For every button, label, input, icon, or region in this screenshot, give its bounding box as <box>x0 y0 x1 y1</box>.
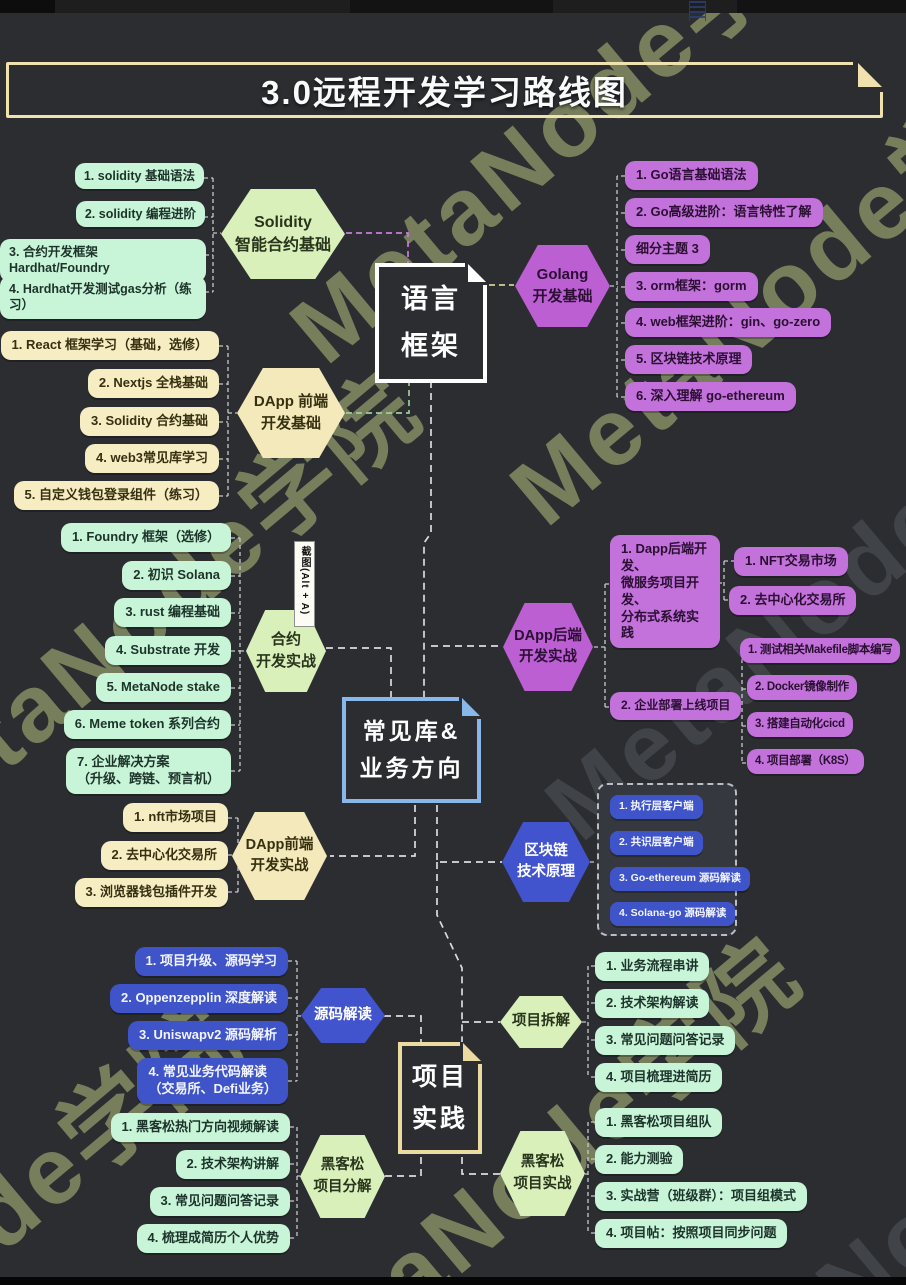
dapp-fe-basic-item: 4. web3常见库学习 <box>85 444 219 473</box>
connector-lang-to-libs <box>423 381 432 697</box>
connector-hackbreak-to-practice <box>385 1154 422 1177</box>
golang-item: 1. Go语言基础语法 <box>625 161 758 190</box>
blockchain-item: 1. 执行层客户端 <box>610 795 703 819</box>
dapp-fe-basic-item: 5. 自定义钱包登录组件（练习） <box>13 481 219 510</box>
center-node-label: 语言 框架 <box>401 283 461 361</box>
top-bar <box>0 0 906 13</box>
hackathon-practice-item: 2. 能力测验 <box>595 1145 684 1174</box>
contract-dev-item: 2. 初识 Solana <box>122 561 231 590</box>
dapp-be-item: 2. 企业部署上线项目 <box>610 692 742 720</box>
connector-libs-to-practice <box>436 862 463 1042</box>
contract-dev-item: 4. Substrate 开发 <box>104 636 231 665</box>
center-node-label: 项目 实践 <box>411 1062 468 1134</box>
screenshot-tooltip: 截图(Alt + A) <box>294 541 315 627</box>
solidity-item: 2. solidity 编程进阶 <box>75 201 205 228</box>
dapp-fe-dev-item: 1. nft市场项目 <box>122 803 228 832</box>
golang-item: 4. web框架进阶：gin、go-zero <box>625 308 832 337</box>
dapp-be-sub-item: 1. NFT交易市场 <box>734 547 848 576</box>
dapp-be-deploy-item: 3. 搭建自动化cicd <box>747 712 853 737</box>
title-banner: 3.0远程开发学习路线图 <box>6 62 883 118</box>
center-node-project-practice: 项目 实践 <box>398 1042 482 1154</box>
bracket-solidity <box>204 177 221 293</box>
project-analysis-item: 4. 项目梳理进简历 <box>595 1063 723 1092</box>
bracket-hack-practice <box>585 1121 595 1234</box>
hexagon-dapp-frontend-basic: DApp 前端 开发基础 <box>237 368 345 458</box>
hackathon-breakdown-item: 3. 常见问题问答记录 <box>149 1187 290 1216</box>
dapp-fe-dev-item: 3. 浏览器钱包插件开发 <box>74 878 228 907</box>
bracket-dapp-be-sub1 <box>718 560 734 601</box>
center-node-label: 常见库& 业务方向 <box>359 718 464 781</box>
hackathon-practice-item: 4. 项目帖：按照项目同步问题 <box>595 1219 788 1248</box>
bracket-dapp-fe-basic <box>219 345 237 497</box>
blockchain-item: 2. 共识层客户端 <box>610 831 703 855</box>
connector-source-to-practice <box>384 1015 422 1042</box>
connector-dappfe-to-lang <box>346 383 410 414</box>
center-node-language-framework: 语言 框架 <box>375 263 487 383</box>
hexagon-solidity-basic: Solidity 智能合约基础 <box>221 189 345 279</box>
source-reading-item: 1. 项目升级、源码学习 <box>134 947 288 976</box>
dapp-be-deploy-item: 4. 项目部署（K8S） <box>747 749 864 774</box>
bracket-golang <box>610 175 625 398</box>
hackathon-practice-item: 1. 黑客松项目组队 <box>595 1108 723 1137</box>
hexagon-blockchain-theory: 区块链 技术原理 <box>502 822 590 902</box>
center-node-common-libs: 常见库& 业务方向 <box>342 697 481 803</box>
bracket-dapp-be-main <box>594 583 610 708</box>
hexagon-dapp-frontend-dev: DApp前端 开发实战 <box>232 812 327 900</box>
dapp-fe-dev-item: 2. 去中心化交易所 <box>100 841 228 870</box>
golang-item: 3. orm框架：gorm <box>625 272 758 301</box>
hexagon-hackathon-practice: 黑客松 项目实战 <box>500 1131 585 1216</box>
source-reading-item: 2. Oppenzepplin 深度解读 <box>109 984 288 1013</box>
source-reading-item: 3. Uniswapv2 源码解析 <box>128 1021 288 1050</box>
dapp-be-deploy-item: 1. 测试相关Makefile脚本编写 <box>740 638 901 663</box>
blockchain-item: 4. Solana-go 源码解读 <box>610 902 736 926</box>
golang-item: 5. 区块链技术原理 <box>625 345 753 374</box>
dapp-be-item: 1. Dapp后端开 发、 微服务项目开 发、 分布式系统实践 <box>610 535 720 649</box>
hexagon-golang-basic: Golang 开发基础 <box>515 245 610 327</box>
hexagon-source-reading: 源码解读 <box>301 988 385 1043</box>
solidity-item: 3. 合约开发框架 Hardhat/Foundry <box>0 239 206 282</box>
golang-item: 细分主题 3 <box>625 235 710 264</box>
golang-item: 6. 深入理解 go-ethereum <box>625 382 796 411</box>
hexagon-dapp-backend-dev: DApp后端 开发实战 <box>503 603 593 691</box>
hackathon-practice-item: 3. 实战营（班级群）：项目组模式 <box>595 1182 807 1211</box>
project-analysis-item: 2. 技术架构解读 <box>595 989 710 1018</box>
solidity-item: 1. solidity 基础语法 <box>74 163 204 190</box>
connector-solidity-to-lang <box>346 232 409 263</box>
bracket-analysis <box>582 965 595 1078</box>
contract-dev-item: 5. MetaNode stake <box>95 673 231 702</box>
dapp-fe-basic-item: 1. React 框架学习（基础，选修） <box>0 331 219 360</box>
hackathon-breakdown-item: 2. 技术架构讲解 <box>175 1150 290 1179</box>
project-analysis-item: 3. 常见问题问答记录 <box>595 1026 736 1055</box>
contract-dev-item: 7. 企业解决方案 （升级、跨链、预言机） <box>65 748 231 794</box>
solidity-item: 4. Hardhat开发测试gas分析（练习） <box>0 276 206 319</box>
bracket-contract-dev <box>231 537 246 772</box>
hexagon-project-analysis: 项目拆解 <box>500 996 582 1048</box>
hackathon-breakdown-item: 4. 梳理成简历个人优势 <box>136 1224 290 1253</box>
bottom-bar <box>0 1277 906 1285</box>
contract-dev-item: 6. Meme token 系列合约 <box>63 710 231 739</box>
connector-libs-to-blockchain <box>436 805 502 863</box>
connector-libs-to-frontenddev <box>330 805 416 857</box>
connector-hackpract-to-practice <box>461 1154 500 1175</box>
dapp-be-sub-item: 2. 去中心化交易所 <box>729 586 857 615</box>
bracket-source <box>288 960 301 1082</box>
golang-item: 2. Go高级进阶：语言特性了解 <box>625 198 823 227</box>
hackathon-breakdown-item: 1. 黑客松热门方向视频解读 <box>110 1113 290 1142</box>
dapp-be-deploy-item: 2. Docker镜像制作 <box>747 675 857 700</box>
connector-contractdev-to-libs <box>326 647 392 697</box>
contract-dev-item: 3. rust 编程基础 <box>114 598 231 627</box>
hexagon-hackathon-breakdown: 黑客松 项目分解 <box>300 1135 385 1218</box>
top-glyph-artifact <box>689 1 706 21</box>
source-reading-item: 4. 常见业务代码解读 （交易所、Defi业务） <box>137 1058 288 1104</box>
dapp-fe-basic-item: 3. Solidity 合约基础 <box>79 407 219 436</box>
blockchain-item: 3. Go-ethereum 源码解读 <box>610 867 750 891</box>
dapp-fe-basic-item: 2. Nextjs 全栈基础 <box>87 369 219 398</box>
project-analysis-item: 1. 业务流程串讲 <box>595 952 710 981</box>
page-title: 3.0远程开发学习路线图 <box>261 74 628 111</box>
bracket-hack-breakdown <box>290 1126 300 1239</box>
contract-dev-item: 1. Foundry 框架（选修） <box>60 523 231 552</box>
